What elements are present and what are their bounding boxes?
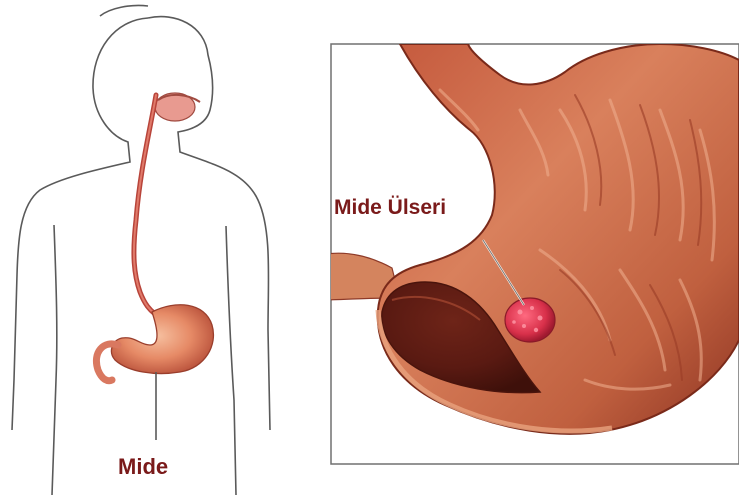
- left-label: Mide: [118, 454, 168, 479]
- mouth-icon: [155, 93, 200, 121]
- body-outline: [12, 5, 270, 495]
- stomach-icon: [96, 305, 213, 381]
- right-label: Mide Ülseri: [334, 196, 446, 219]
- ulcer-icon: [505, 298, 555, 342]
